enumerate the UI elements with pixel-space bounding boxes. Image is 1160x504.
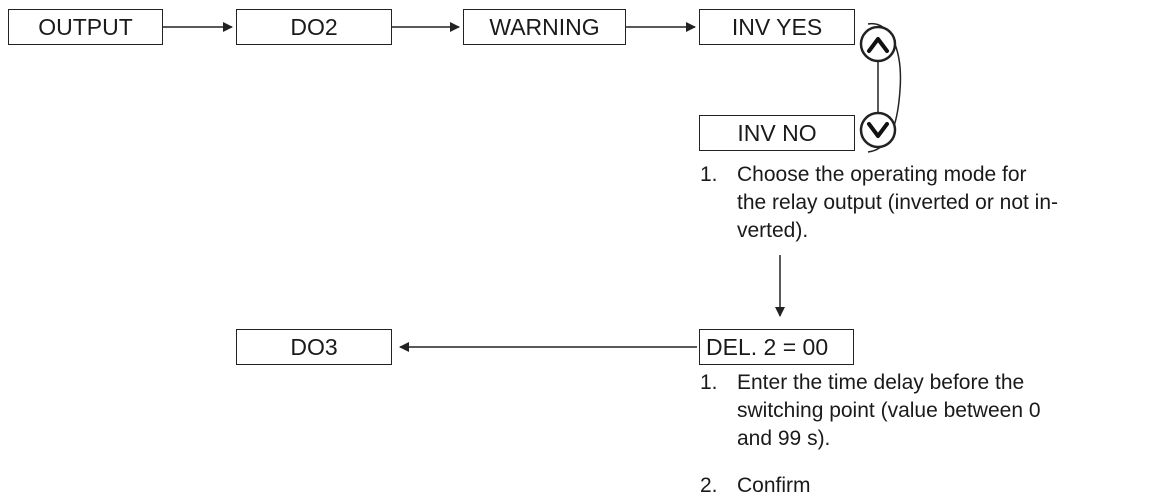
node-do3: DO3: [236, 329, 392, 365]
step-line: Confirm: [737, 474, 811, 497]
step-number: 2.: [700, 474, 718, 497]
step-line: the relay output (inverted or not in-: [737, 191, 1059, 214]
step-number: 1.: [700, 163, 718, 186]
step-line: switching point (value between 0: [737, 399, 1041, 422]
node-inv-yes: INV YES: [699, 9, 855, 45]
step-line: Enter the time delay before the: [737, 371, 1025, 394]
node-output: OUTPUT: [8, 9, 163, 45]
step-2-instruction: 1. Enter the time delay before the switc…: [700, 369, 1150, 453]
node-warning: WARNING: [463, 9, 626, 45]
step-line: Choose the operating mode for: [737, 163, 1027, 186]
step-line: verted).: [737, 219, 809, 242]
node-do2: DO2: [236, 9, 392, 45]
step-3-instruction: 2. Confirm: [700, 472, 1150, 500]
step-1-instruction: 1. Choose the operating mode for the rel…: [700, 161, 1150, 245]
node-del: DEL. 2 = 00: [699, 329, 854, 365]
step-line: and 99 s).: [737, 427, 831, 450]
down-arrow-button-icon: [859, 111, 897, 149]
step-number: 1.: [700, 371, 718, 394]
node-inv-no: INV NO: [699, 115, 855, 151]
up-arrow-button-icon: [859, 25, 897, 63]
